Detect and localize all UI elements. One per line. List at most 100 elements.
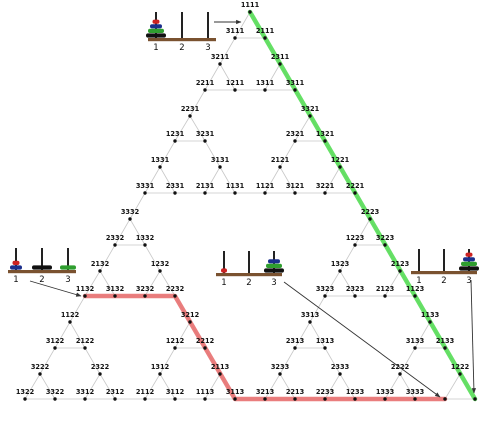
state-node xyxy=(203,88,207,92)
peg xyxy=(418,249,420,271)
state-label: 2111 xyxy=(256,27,275,35)
peg-label: 2 xyxy=(39,275,44,285)
state-node xyxy=(353,294,357,298)
state-node xyxy=(263,36,267,40)
graph-edge xyxy=(309,295,326,323)
peg xyxy=(15,248,17,270)
state-label: 3321 xyxy=(301,105,320,113)
peg-label: 1 xyxy=(153,43,158,53)
state-node xyxy=(413,346,417,350)
state-label: 3221 xyxy=(316,182,335,190)
state-node xyxy=(368,217,372,221)
graph-edge xyxy=(84,270,101,297)
state-label: 2311 xyxy=(271,53,290,61)
peg-label: 2 xyxy=(179,43,184,53)
alternate-path-red xyxy=(82,293,448,402)
state-label: 2313 xyxy=(286,337,305,345)
base-board xyxy=(8,270,76,274)
state-node xyxy=(458,372,462,376)
state-label: 2123 xyxy=(376,285,395,293)
state-label: 2131 xyxy=(196,182,215,190)
state-label: 2232 xyxy=(166,285,185,293)
state-node xyxy=(38,372,42,376)
state-node xyxy=(293,191,297,195)
graph-edge xyxy=(399,373,416,400)
state-node xyxy=(188,114,192,118)
graph-edge xyxy=(174,115,191,142)
state-node xyxy=(323,346,327,350)
state-label: 2221 xyxy=(346,182,365,190)
state-node xyxy=(203,139,207,143)
state-label: 3223 xyxy=(376,234,395,242)
graph-edge xyxy=(114,218,131,246)
state-label: 3233 xyxy=(271,363,290,371)
state-label: 3312 xyxy=(76,388,95,396)
graph-edge xyxy=(129,192,146,220)
state-node xyxy=(338,372,342,376)
graph-edge xyxy=(39,347,56,375)
state-label: 2121 xyxy=(271,156,290,164)
state-node xyxy=(413,397,417,401)
graph-edge xyxy=(219,63,236,91)
state-label: 1222 xyxy=(451,363,470,371)
graph-edge xyxy=(219,166,236,194)
state-label: 1122 xyxy=(61,311,80,319)
graph-edge xyxy=(39,373,56,400)
state-node xyxy=(308,114,312,118)
state-label: 3133 xyxy=(406,337,425,345)
state-node xyxy=(143,191,147,195)
peg xyxy=(223,251,225,273)
state-label: 3111 xyxy=(226,27,245,35)
state-node xyxy=(113,243,117,247)
state-label: 2322 xyxy=(91,363,110,371)
state-label: 2113 xyxy=(211,363,230,371)
graph-edge xyxy=(309,321,326,349)
state-label: 2132 xyxy=(91,260,110,268)
graph-edge xyxy=(384,373,401,400)
state-label: 2123 xyxy=(391,260,410,268)
state-node xyxy=(293,397,297,401)
state-node xyxy=(308,320,312,324)
state-node xyxy=(173,294,177,298)
state-label: 1212 xyxy=(166,337,185,345)
disk xyxy=(459,266,479,271)
state-label: 2331 xyxy=(166,182,185,190)
state-label: 3311 xyxy=(286,79,305,87)
graph-edge xyxy=(159,140,176,168)
state-node xyxy=(173,191,177,195)
state-node xyxy=(293,139,297,143)
state-node xyxy=(53,346,57,350)
graph-edge xyxy=(144,270,161,297)
graph-edge xyxy=(279,166,296,194)
state-node xyxy=(293,88,297,92)
graph-edge xyxy=(189,89,206,117)
state-label: 3121 xyxy=(286,182,305,190)
graph-edge xyxy=(324,270,341,297)
graph-edge xyxy=(339,270,356,297)
graph-edge xyxy=(159,166,176,194)
graph-edge xyxy=(99,373,116,400)
peg-label: 1 xyxy=(221,278,226,288)
state-node xyxy=(263,88,267,92)
state-node xyxy=(323,139,327,143)
state-label: 1113 xyxy=(196,388,215,396)
graph-edge xyxy=(204,373,221,400)
state-node xyxy=(173,397,177,401)
state-label: 3313 xyxy=(301,311,320,319)
peg xyxy=(67,248,69,270)
state-label: 1232 xyxy=(151,260,170,268)
state-node xyxy=(323,191,327,195)
peg xyxy=(181,12,183,38)
state-nodes xyxy=(23,10,477,401)
state-node xyxy=(233,36,237,40)
graph-edge xyxy=(204,63,221,91)
graph-edge xyxy=(174,321,191,349)
state-label: 1331 xyxy=(151,156,170,164)
graph-edge xyxy=(414,321,431,349)
state-label: 1123 xyxy=(406,285,425,293)
graph-edge xyxy=(69,295,86,323)
